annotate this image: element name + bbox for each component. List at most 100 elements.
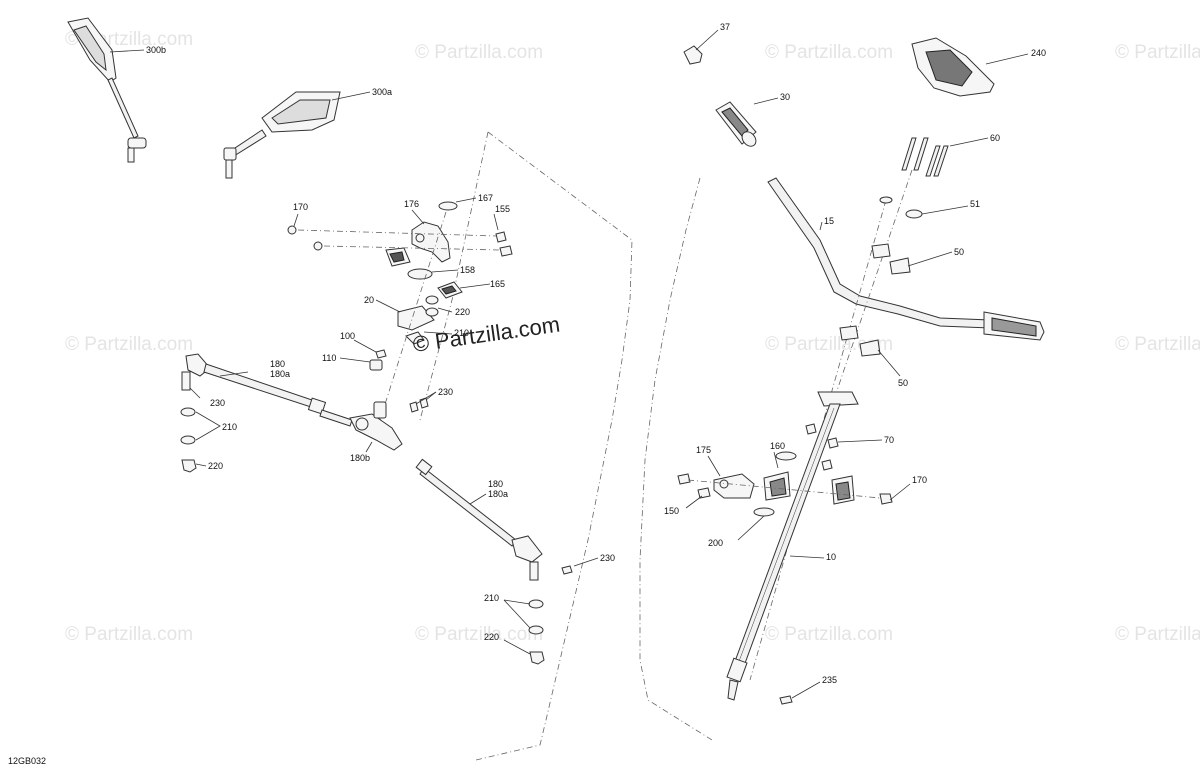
centerline bbox=[687, 479, 881, 499]
callout-60: 60 bbox=[990, 133, 1000, 143]
assembly-boundary-dashed bbox=[639, 177, 713, 741]
callout-230: 230 bbox=[438, 387, 453, 397]
mirror-300a bbox=[223, 91, 341, 179]
callout-30: 30 bbox=[780, 92, 790, 102]
clamp-block-left bbox=[385, 247, 411, 267]
watermark-text: © Partzilla.com bbox=[765, 624, 893, 645]
clamp-50-bottom bbox=[859, 339, 881, 357]
callout-180a: 180a bbox=[488, 489, 508, 499]
callout-158: 158 bbox=[460, 265, 475, 275]
nut-70 bbox=[827, 437, 839, 449]
clamp-20 bbox=[397, 305, 435, 331]
callout-50: 50 bbox=[898, 378, 908, 388]
assembly-boundary-dashed bbox=[475, 131, 633, 761]
steering-column-10 bbox=[726, 391, 859, 701]
assembly-boundary-dashed bbox=[419, 131, 489, 421]
washer-210-left bbox=[180, 435, 196, 445]
callout-150: 150 bbox=[664, 506, 679, 516]
nut-170-right bbox=[879, 493, 893, 505]
callout-210: 210 bbox=[454, 328, 469, 338]
nut-70 bbox=[805, 423, 817, 435]
bolt-150 bbox=[697, 487, 711, 499]
bolt-155 bbox=[499, 245, 513, 257]
pitman-arm-180b bbox=[349, 401, 403, 451]
upper-clamp-176 bbox=[411, 221, 451, 263]
callout-180: 180 bbox=[488, 479, 503, 489]
bearing-160 bbox=[763, 451, 797, 501]
nut-220-left bbox=[181, 459, 197, 473]
seal-200 bbox=[753, 507, 775, 517]
nut-220-bottom bbox=[529, 651, 545, 665]
callout-167: 167 bbox=[478, 193, 493, 203]
callout-37: 37 bbox=[720, 22, 730, 32]
callout-176: 176 bbox=[404, 199, 419, 209]
callout-230: 230 bbox=[600, 553, 615, 563]
callout-15: 15 bbox=[824, 216, 834, 226]
callout-155: 155 bbox=[495, 204, 510, 214]
clamp-165 bbox=[437, 281, 463, 299]
callout-labels: 300b 300a 170 176 167 155 158 165 20 220… bbox=[146, 22, 1046, 685]
nut-210 bbox=[405, 331, 425, 345]
mirror-300b bbox=[67, 17, 147, 163]
bolts-60 bbox=[901, 137, 949, 177]
washer-220 bbox=[425, 295, 439, 305]
grip-30 bbox=[715, 101, 757, 147]
watermark-main: © Partzilla.com bbox=[411, 312, 561, 357]
callout-220: 220 bbox=[484, 632, 499, 642]
watermark-text: © Partzilla.com bbox=[65, 624, 193, 645]
callout-180b: 180b bbox=[350, 453, 370, 463]
callout-180: 180 bbox=[270, 359, 285, 369]
callout-210: 210 bbox=[484, 593, 499, 603]
washer-51 bbox=[879, 196, 893, 204]
nut-170-left bbox=[287, 225, 297, 235]
callout-70: 70 bbox=[884, 435, 894, 445]
callout-180a: 180a bbox=[270, 369, 290, 379]
callout-300b: 300b bbox=[146, 45, 166, 55]
pin-235 bbox=[779, 695, 793, 705]
centerline bbox=[323, 245, 501, 251]
callout-235: 235 bbox=[822, 675, 837, 685]
washer-51 bbox=[905, 209, 923, 219]
bracket-175 bbox=[713, 473, 755, 499]
bolt-155 bbox=[495, 231, 507, 243]
clamp-50-bottom bbox=[839, 325, 859, 341]
centerline bbox=[379, 211, 447, 421]
watermark-text: © Partzilla.com bbox=[765, 42, 893, 63]
leader-lines bbox=[109, 29, 1029, 699]
callout-100: 100 bbox=[340, 331, 355, 341]
callout-220: 220 bbox=[208, 461, 223, 471]
watermark-text: © Partzilla.com bbox=[415, 624, 543, 645]
watermark-text: © Partzilla.com bbox=[1115, 624, 1200, 645]
callout-230: 230 bbox=[210, 398, 225, 408]
callout-51: 51 bbox=[970, 199, 980, 209]
callout-170: 170 bbox=[912, 475, 927, 485]
centerline bbox=[297, 229, 497, 237]
tie-rod-left bbox=[181, 353, 353, 427]
watermark-text: © Partzilla.com bbox=[1115, 42, 1200, 63]
end-plug-37 bbox=[683, 45, 703, 65]
ring-167 bbox=[438, 201, 458, 211]
watermark-text: © Partzilla.com bbox=[415, 42, 543, 63]
watermark-layer: © Partzilla.com © Partzilla.com © Partzi… bbox=[65, 29, 1200, 645]
bolt-100 bbox=[375, 349, 387, 359]
bearing-block-right bbox=[831, 475, 855, 505]
pin-230-bottom bbox=[561, 565, 573, 575]
watermark-text: © Partzilla.com bbox=[65, 334, 193, 355]
callout-110: 110 bbox=[322, 353, 336, 363]
nut-110 bbox=[369, 359, 383, 371]
callout-170: 170 bbox=[293, 202, 308, 212]
callout-220: 220 bbox=[455, 307, 470, 317]
callout-175: 175 bbox=[696, 445, 711, 455]
handlebar-15 bbox=[767, 177, 1045, 341]
washer-210-bottom bbox=[528, 599, 544, 609]
washer-210-left bbox=[180, 407, 196, 417]
clamp-50-top bbox=[871, 243, 891, 259]
clamp-50-top bbox=[889, 257, 911, 275]
pin-230 bbox=[409, 401, 419, 413]
callout-210: 210 bbox=[222, 422, 237, 432]
callout-50: 50 bbox=[954, 247, 964, 257]
callout-165: 165 bbox=[490, 279, 505, 289]
watermark-text: © Partzilla.com bbox=[1115, 334, 1200, 355]
callout-200: 200 bbox=[708, 538, 723, 548]
